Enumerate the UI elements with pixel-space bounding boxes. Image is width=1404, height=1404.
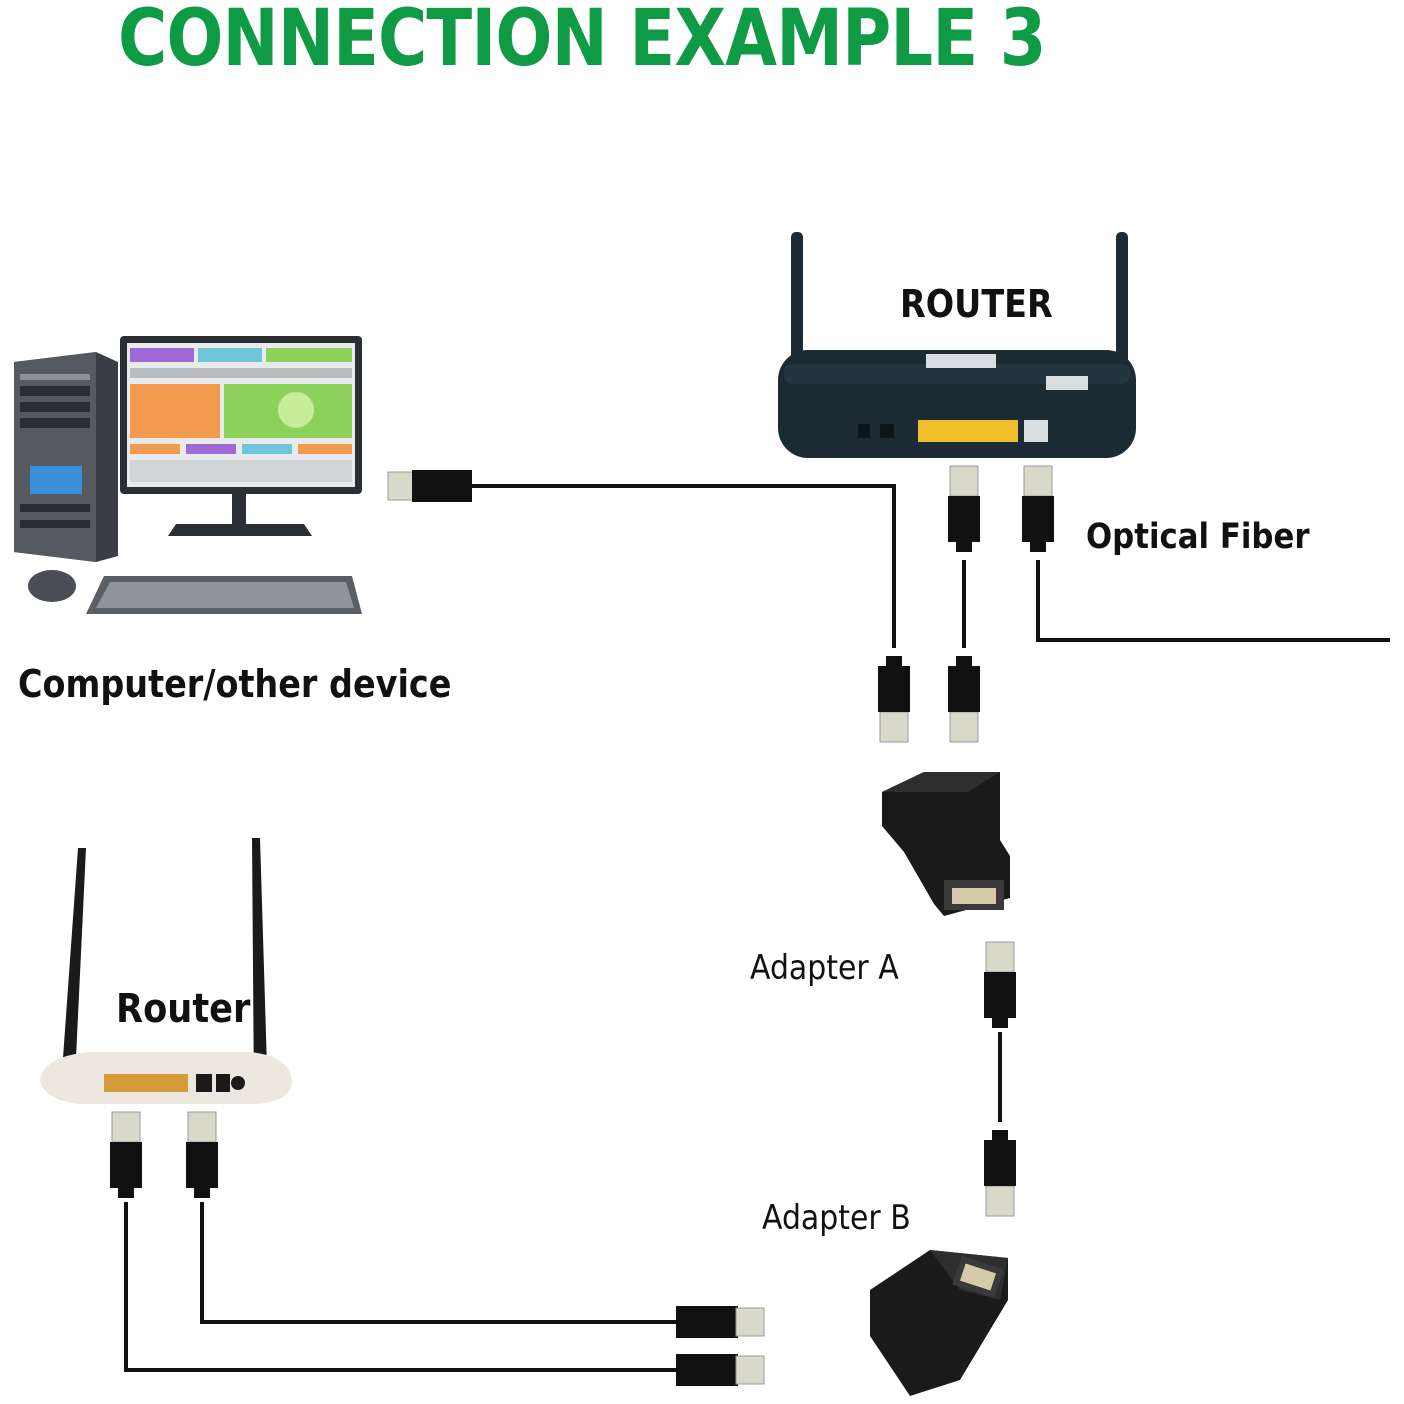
adapter-a-label: Adapter A	[750, 948, 899, 988]
router-top-label: ROUTER	[900, 282, 1053, 326]
router-bottom-label: Router	[116, 986, 251, 1032]
computer-icon	[14, 336, 362, 614]
plug-computer	[387, 470, 472, 502]
cables	[124, 484, 1390, 1372]
plug-adapter-b-2	[676, 1354, 765, 1386]
page-title: CONNECTION EXAMPLE 3	[118, 0, 1046, 84]
adapter-b-icon	[870, 1250, 1008, 1396]
plug-router-bottom-1	[109, 1111, 143, 1199]
computer-label: Computer/other device	[18, 662, 452, 706]
plug-adapter-a-1	[877, 655, 911, 743]
fiber-router-icon	[778, 232, 1136, 458]
plug-adapter-b-in	[983, 1129, 1017, 1217]
optical-fiber-label: Optical Fiber	[1086, 517, 1310, 557]
plug-adapter-a-2	[947, 655, 981, 743]
plug-router-lan	[947, 465, 981, 553]
plug-router-fiber	[1021, 465, 1055, 553]
plug-adapter-a-out	[983, 941, 1017, 1029]
wifi-router-icon	[40, 838, 292, 1104]
adapter-b-label: Adapter B	[762, 1198, 911, 1238]
adapter-a-icon	[882, 772, 1010, 916]
plug-adapter-b-1	[676, 1306, 765, 1338]
plug-router-bottom-2	[185, 1111, 219, 1199]
